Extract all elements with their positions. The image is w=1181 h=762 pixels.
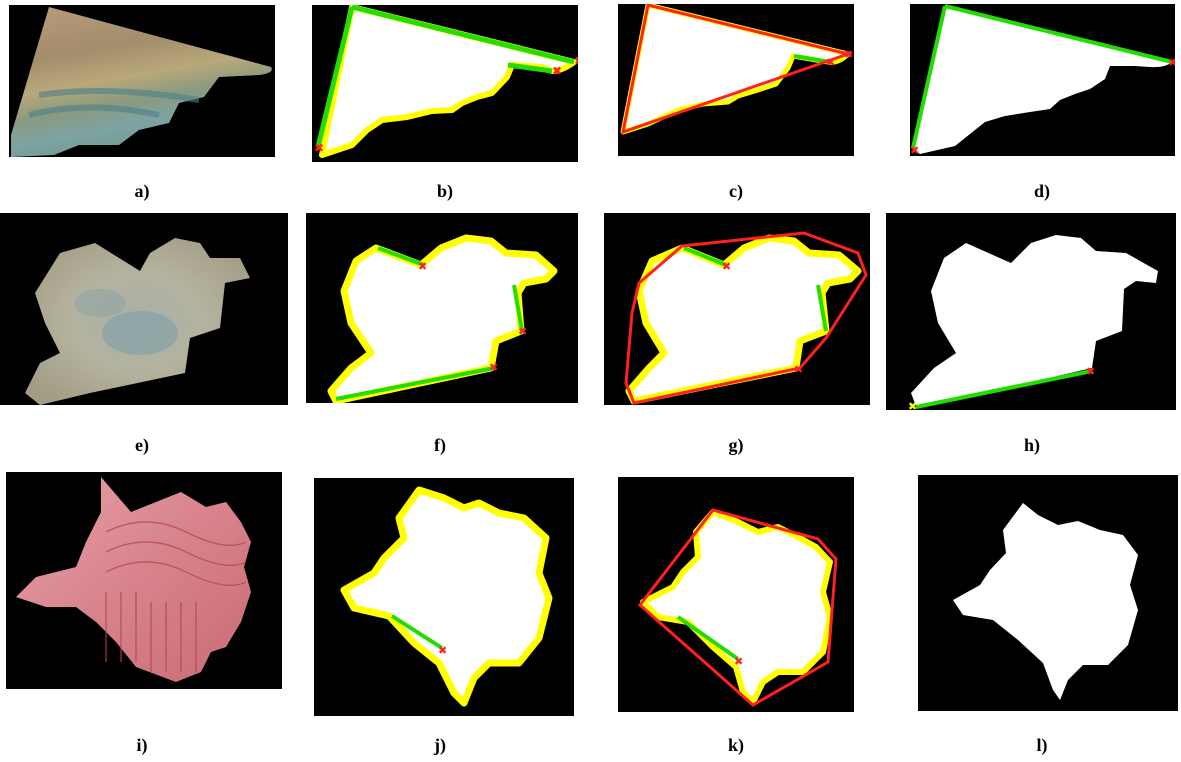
label-g: g) — [728, 435, 744, 455]
svg-text:✖: ✖ — [1168, 56, 1175, 69]
label-a: a) — [134, 181, 150, 201]
svg-text:✖: ✖ — [794, 363, 803, 376]
svg-text:✖: ✖ — [314, 141, 324, 155]
svg-text:✖: ✖ — [489, 361, 498, 374]
label-k: k) — [727, 735, 744, 755]
svg-text:✖: ✖ — [574, 54, 578, 68]
panel-b-contour: ✖ ✖ ✖ — [312, 5, 578, 162]
label-j: j) — [434, 735, 446, 755]
svg-text:✖: ✖ — [1086, 365, 1095, 378]
svg-text:✖: ✖ — [722, 260, 731, 273]
panel-a-image — [9, 5, 275, 157]
svg-text:✖: ✖ — [734, 655, 743, 668]
panel-h-mask: ✖ ✖ — [886, 213, 1176, 410]
svg-text:✖: ✖ — [910, 144, 919, 156]
panel-k-hull: ✖ — [618, 477, 854, 712]
panel-c-hull: ✖ ✖ — [618, 4, 854, 156]
label-b: b) — [436, 181, 453, 201]
svg-text:✖: ✖ — [552, 64, 562, 78]
label-h: h) — [1023, 435, 1040, 455]
label-d: d) — [1033, 181, 1050, 201]
svg-text:✖: ✖ — [438, 644, 447, 657]
panel-j-contour: ✖ — [314, 478, 574, 716]
label-i: i) — [136, 735, 148, 755]
svg-text:✖: ✖ — [826, 56, 835, 69]
panel-e-image — [0, 213, 288, 405]
svg-text:✖: ✖ — [518, 325, 527, 338]
label-f: f) — [434, 435, 446, 455]
svg-text:✖: ✖ — [418, 260, 427, 273]
panel-l-mask — [918, 475, 1178, 711]
svg-text:✖: ✖ — [908, 400, 917, 410]
label-l: l) — [1036, 735, 1048, 755]
panel-i-image — [6, 472, 282, 689]
label-e: e) — [135, 435, 149, 455]
panel-g-hull: ✖ ✖ — [604, 213, 870, 405]
svg-text:✖: ✖ — [844, 48, 853, 61]
panel-d-mask: ✖ ✖ — [910, 4, 1175, 156]
label-c: c) — [729, 181, 743, 201]
panel-f-contour: ✖ ✖ ✖ — [306, 213, 578, 403]
